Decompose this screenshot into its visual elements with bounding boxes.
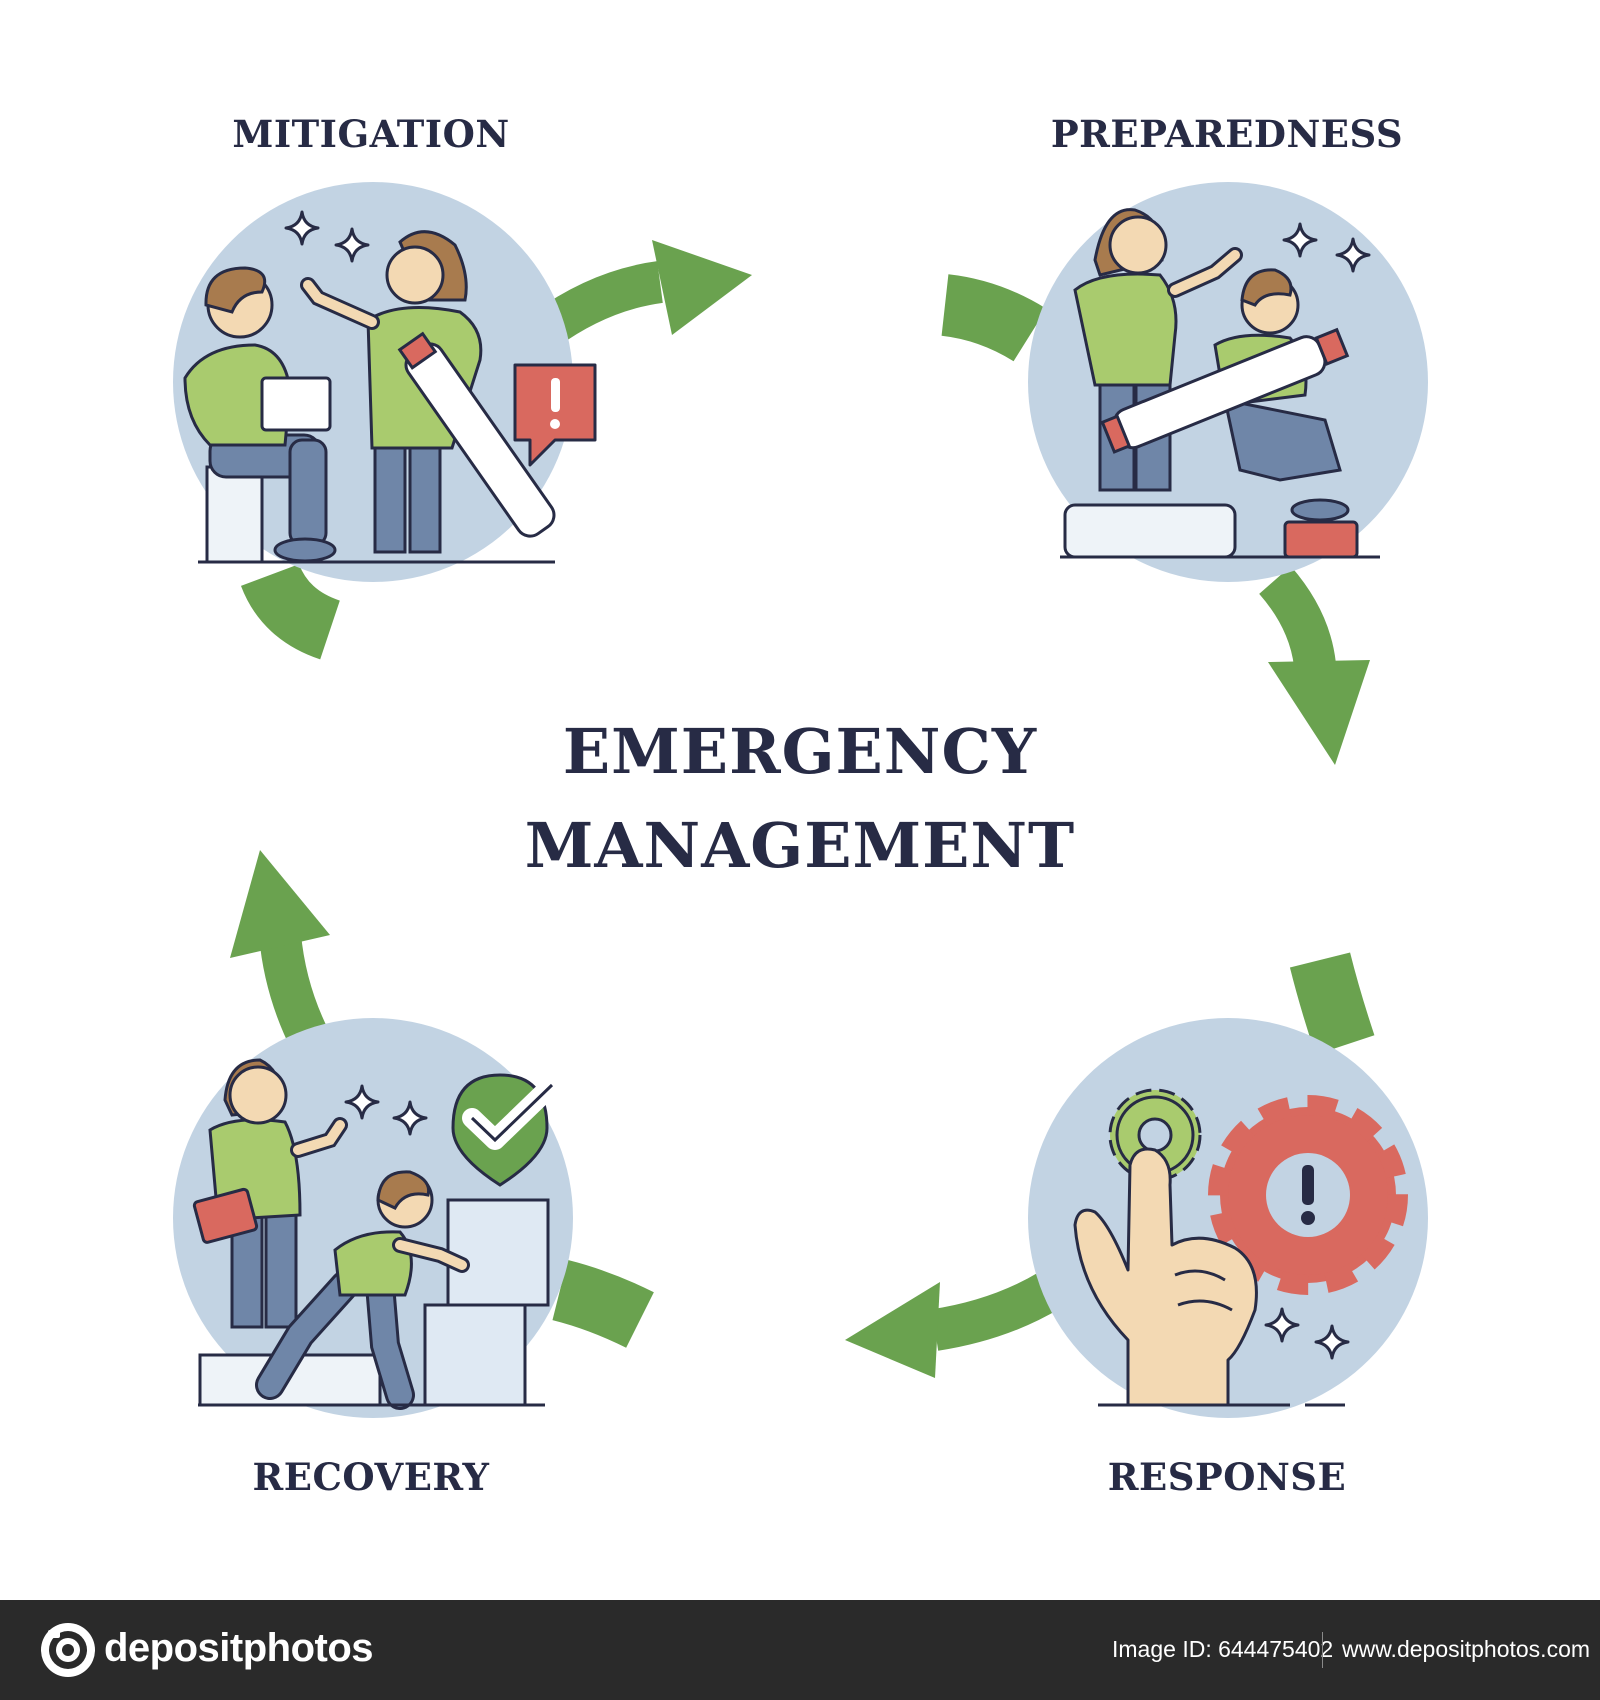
- title-line-1: EMERGENCY: [562, 715, 1038, 788]
- stage-label-recovery: RECOVERY: [252, 1455, 490, 1499]
- arrow-mitigation-stub: [240, 562, 341, 660]
- alert-bubble-icon: [513, 363, 597, 467]
- diagram-title: EMERGENCY MANAGEMENT: [400, 705, 1200, 893]
- arrow-mitigation-to-preparedness: [532, 240, 752, 348]
- arrow-recovery-to-mitigation: [230, 850, 330, 1050]
- cycle-illustration: [173, 182, 1428, 1418]
- stage-label-response: RESPONSE: [1107, 1455, 1347, 1499]
- arrow-preparedness-stub: [940, 274, 1047, 362]
- stage-label-preparedness: PREPAREDNESS: [1050, 112, 1404, 156]
- scene-response: [1028, 1018, 1428, 1418]
- site-link[interactable]: www.depositphotos.com: [1342, 1636, 1591, 1662]
- scene-preparedness: [1028, 182, 1428, 582]
- arrow-preparedness-to-response: [1258, 566, 1370, 765]
- brand-name: depositphotos: [104, 1626, 374, 1670]
- stock-footer-bar: depositphotos Image ID: 644475402 www.de…: [0, 1600, 1600, 1700]
- scene-mitigation: [173, 182, 597, 582]
- arrow-response-to-recovery: [845, 1271, 1061, 1378]
- arrow-recovery-stub: [552, 1259, 654, 1348]
- title-line-2: MANAGEMENT: [524, 809, 1076, 882]
- pointing-hand-icon: [1073, 1147, 1258, 1407]
- stage-label-mitigation: MITIGATION: [232, 112, 510, 156]
- arrow-response-stub: [1289, 952, 1375, 1055]
- gear-alert-icon: [1208, 1095, 1408, 1295]
- image-id: Image ID: 644475402: [1112, 1636, 1334, 1662]
- camera-logo-icon: [41, 1623, 95, 1677]
- checkmark-badge-icon: [451, 1073, 562, 1187]
- footer-divider: [1322, 1632, 1323, 1668]
- scene-recovery: [173, 1018, 573, 1418]
